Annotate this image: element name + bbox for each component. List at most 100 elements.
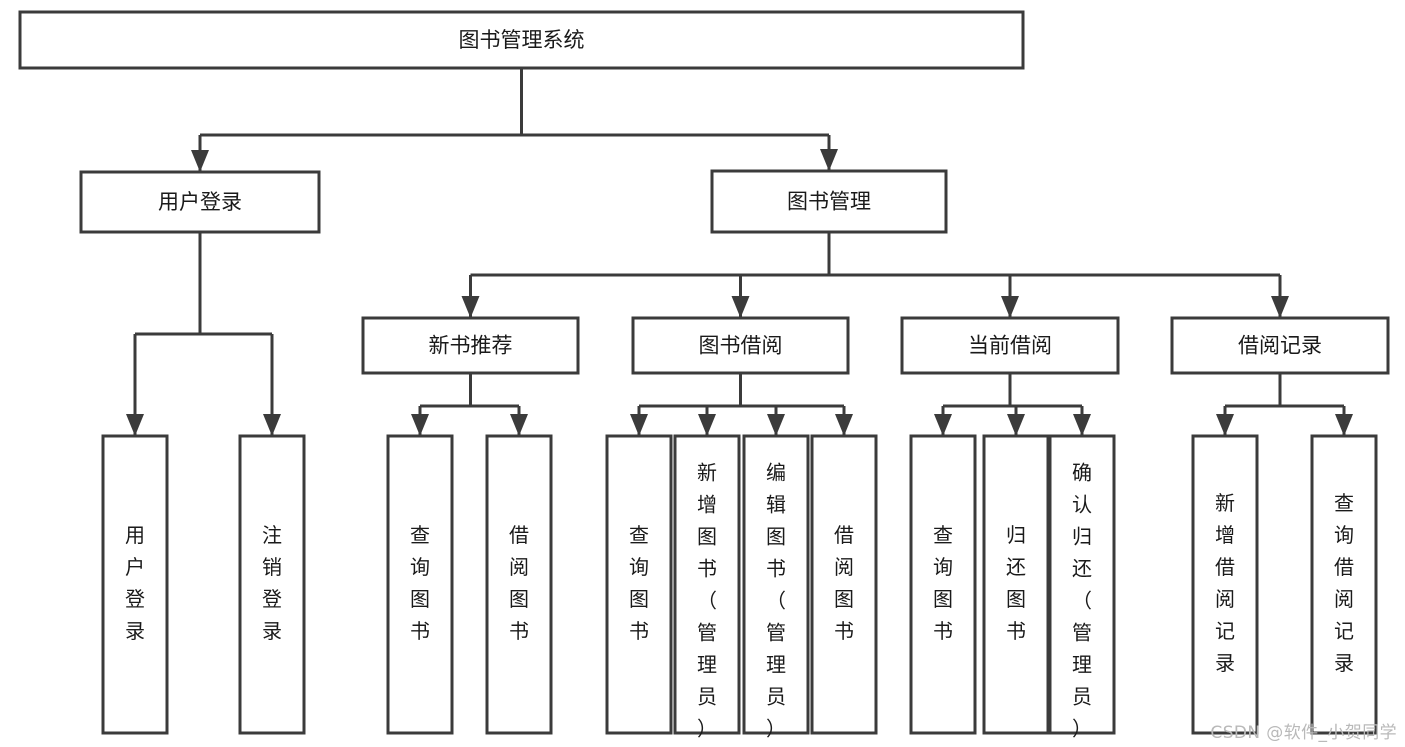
node-label-l-query2-char-2: 图 — [629, 587, 649, 611]
node-box-n-newbook[interactable] — [361, 316, 580, 375]
node-box-l-borrow1[interactable] — [485, 434, 553, 735]
node-box-n-bookmgr[interactable] — [710, 169, 948, 234]
node-label-l-editbook-char-8: ） — [766, 717, 786, 741]
node-box-l-query1[interactable] — [386, 434, 454, 735]
node-label-l-addrec-char-3: 阅 — [1215, 587, 1235, 611]
arrow-head-icon — [411, 414, 429, 436]
node-label-l-query2-char-0: 查 — [629, 523, 649, 547]
node-box-n-current[interactable] — [900, 316, 1120, 375]
node-label-l-confirm-char-4: （ — [1072, 589, 1092, 613]
node-box-n-login[interactable] — [79, 170, 321, 234]
node-label-l-userlogin-char-2: 登 — [125, 587, 145, 611]
node-label-l-userlogin-char-0: 用 — [125, 523, 145, 547]
node-label-l-addbook-char-8: ） — [697, 717, 717, 741]
node-label-l-confirm-char-1: 认 — [1072, 493, 1092, 517]
node-label-l-borrow2-char-1: 阅 — [834, 555, 854, 579]
node-label-l-borrow2-char-3: 书 — [834, 619, 854, 643]
node-label-l-editbook-char-3: 书 — [766, 557, 786, 581]
node-box-l-query2[interactable] — [605, 434, 673, 735]
node-box-l-borrow2[interactable] — [810, 434, 878, 735]
node-l-userlogin[interactable]: 用户登录 — [101, 434, 169, 735]
node-label-l-logout-char-3: 录 — [262, 619, 282, 643]
node-label-l-return-char-2: 图 — [1006, 587, 1026, 611]
node-box-l-userlogin[interactable] — [101, 434, 169, 735]
node-box-l-query3[interactable] — [909, 434, 977, 735]
node-label-l-confirm-char-3: 还 — [1072, 557, 1092, 581]
node-label-l-confirm-char-2: 归 — [1072, 525, 1092, 549]
node-n-record[interactable]: 借阅记录 — [1170, 316, 1390, 375]
arrow-head-icon — [1271, 296, 1289, 318]
node-label-l-query3-char-1: 询 — [933, 555, 953, 579]
node-label-l-addbook-char-7: 员 — [697, 685, 717, 709]
node-label-l-userlogin-char-1: 户 — [125, 555, 145, 579]
arrow-head-icon — [1001, 296, 1019, 318]
node-label-l-addrec-char-0: 新 — [1215, 491, 1235, 515]
node-box-root[interactable] — [18, 10, 1025, 70]
arrow-head-icon — [510, 414, 528, 436]
node-label-l-editbook-char-7: 员 — [766, 685, 786, 709]
node-label-l-addbook-char-1: 增 — [697, 493, 717, 517]
node-n-login[interactable]: 用户登录 — [79, 170, 321, 234]
node-label-l-editbook-char-4: （ — [766, 589, 786, 613]
node-label-l-addrec-char-1: 增 — [1215, 523, 1235, 547]
node-label-l-queryrec-char-2: 借 — [1334, 555, 1354, 579]
arrow-head-icon — [126, 414, 144, 436]
node-label-l-query3-char-3: 书 — [933, 619, 953, 643]
node-label-n-borrow: 图书借阅 — [699, 334, 783, 358]
node-label-l-return-char-1: 还 — [1006, 555, 1026, 579]
node-label-l-borrow1-char-0: 借 — [509, 523, 529, 547]
arrow-head-icon — [1216, 414, 1234, 436]
node-label-l-borrow1-char-1: 阅 — [509, 555, 529, 579]
node-label-l-queryrec-char-4: 记 — [1334, 619, 1354, 643]
node-label-l-addrec-char-5: 录 — [1215, 651, 1235, 675]
node-label-root: 图书管理系统 — [459, 28, 585, 52]
node-label-l-editbook-char-6: 理 — [766, 653, 786, 677]
node-label-l-query2-char-1: 询 — [629, 555, 649, 579]
node-label-l-userlogin-char-3: 录 — [125, 619, 145, 643]
node-label-l-query3-char-0: 查 — [933, 523, 953, 547]
node-box-l-queryrec[interactable] — [1310, 434, 1378, 735]
node-box-l-confirm[interactable] — [1048, 434, 1116, 735]
node-label-l-logout-char-2: 登 — [262, 587, 282, 611]
node-box-l-addrec[interactable] — [1191, 434, 1259, 735]
node-label-l-addbook-char-0: 新 — [697, 461, 717, 485]
node-label-l-addbook-char-5: 管 — [697, 621, 717, 645]
node-label-l-addrec-char-2: 借 — [1215, 555, 1235, 579]
arrow-head-icon — [698, 414, 716, 436]
arrow-head-icon — [191, 150, 209, 172]
node-box-l-addbook[interactable] — [673, 434, 741, 735]
node-label-l-confirm-char-6: 理 — [1072, 653, 1092, 677]
node-label-n-newbook: 新书推荐 — [429, 334, 513, 358]
node-box-l-return[interactable] — [982, 434, 1050, 735]
node-label-l-addbook-char-4: （ — [697, 589, 717, 613]
node-n-borrow[interactable]: 图书借阅 — [631, 316, 850, 375]
node-label-n-current: 当前借阅 — [968, 334, 1052, 358]
node-label-l-addbook-char-2: 图 — [697, 525, 717, 549]
node-n-bookmgr[interactable]: 图书管理 — [710, 169, 948, 234]
node-n-current[interactable]: 当前借阅 — [900, 316, 1120, 375]
node-box-l-logout[interactable] — [238, 434, 306, 735]
node-root[interactable]: 图书管理系统 — [18, 10, 1025, 70]
node-box-l-editbook[interactable] — [742, 434, 810, 735]
node-label-l-borrow2-char-0: 借 — [834, 523, 854, 547]
node-label-l-confirm-char-8: ） — [1072, 717, 1092, 741]
node-n-newbook[interactable]: 新书推荐 — [361, 316, 580, 375]
arrow-head-icon — [1073, 414, 1091, 436]
node-label-l-borrow2-char-2: 图 — [834, 587, 854, 611]
node-box-n-borrow[interactable] — [631, 316, 850, 375]
node-label-l-editbook-char-2: 图 — [766, 525, 786, 549]
node-box-n-record[interactable] — [1170, 316, 1390, 375]
